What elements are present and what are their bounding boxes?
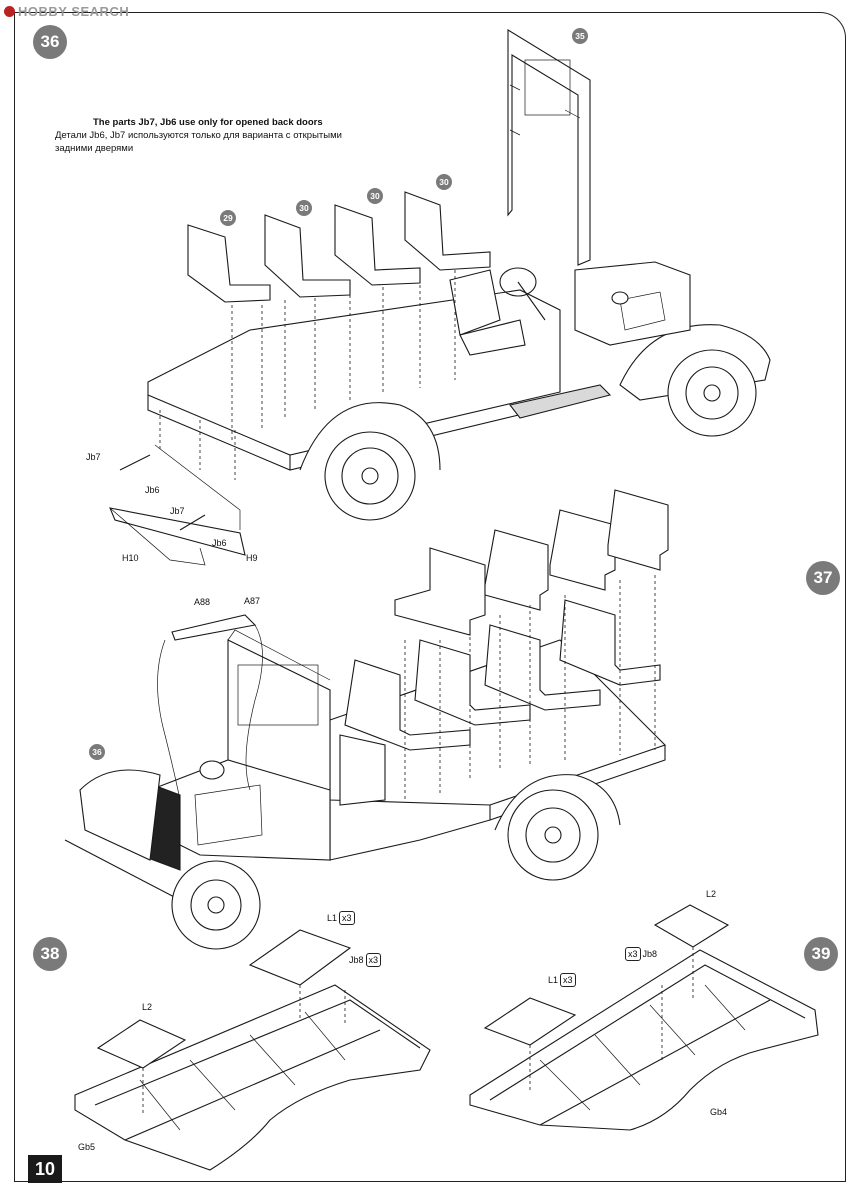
label-l2-b: L2	[706, 889, 717, 899]
label-a88: A88	[194, 597, 211, 607]
step-number-38: 38	[33, 937, 67, 971]
assembly-note: The parts Jb7, Jb6 use only for opened b…	[55, 116, 375, 155]
label-jb8-a-qty: Jb8 x3	[349, 953, 382, 967]
callout-30-a: 30	[296, 200, 312, 216]
label-gb4: Gb4	[710, 1107, 728, 1117]
step37-drawing	[64, 489, 669, 950]
label-l1-b-qty: L1 x3	[548, 973, 576, 987]
label-jb8-b-qty: x3 Jb8	[625, 947, 657, 961]
label-gb5: Gb5	[78, 1142, 96, 1152]
callout-35: 35	[572, 28, 588, 44]
step36-drawing	[109, 29, 771, 566]
label-l1-b: L1	[548, 975, 559, 985]
quantity-badge: x3	[339, 911, 355, 925]
callout-29: 29	[220, 210, 236, 226]
label-l1-a: L1	[327, 913, 338, 923]
label-l2-a: L2	[142, 1002, 153, 1012]
step-number-36: 36	[33, 25, 67, 59]
page-number: 10	[28, 1155, 62, 1183]
callout-36: 36	[89, 744, 105, 760]
step38-drawing	[74, 929, 431, 1171]
label-jb8-b: Jb8	[642, 949, 658, 959]
label-l1-a-qty: L1 x3	[327, 911, 355, 925]
label-jb7-b: Jb7	[170, 506, 185, 516]
label-jb8-a: Jb8	[349, 955, 364, 965]
step-number-37: 37	[806, 561, 840, 595]
label-jb6-b: Jb6	[212, 538, 227, 548]
callout-30-b: 30	[367, 188, 383, 204]
label-h10: H10	[122, 553, 139, 563]
label-jb7-a: Jb7	[86, 452, 101, 462]
callout-30-c: 30	[436, 174, 452, 190]
watermark: HOBBY SEARCH	[4, 4, 129, 19]
quantity-badge: x3	[625, 947, 641, 961]
note-english: The parts Jb7, Jb6 use only for opened b…	[93, 117, 323, 128]
step-number-39: 39	[804, 937, 838, 971]
note-russian: Детали Jb6, Jb7 используются только для …	[55, 130, 342, 154]
label-a87: A87	[244, 596, 261, 606]
quantity-badge: x3	[365, 953, 382, 967]
label-jb6-a: Jb6	[145, 485, 160, 495]
label-h9: H9	[246, 553, 258, 563]
logo-icon	[4, 6, 15, 17]
step39-drawing	[469, 904, 819, 1131]
page-frame	[14, 12, 846, 1182]
quantity-badge: x3	[560, 973, 576, 987]
